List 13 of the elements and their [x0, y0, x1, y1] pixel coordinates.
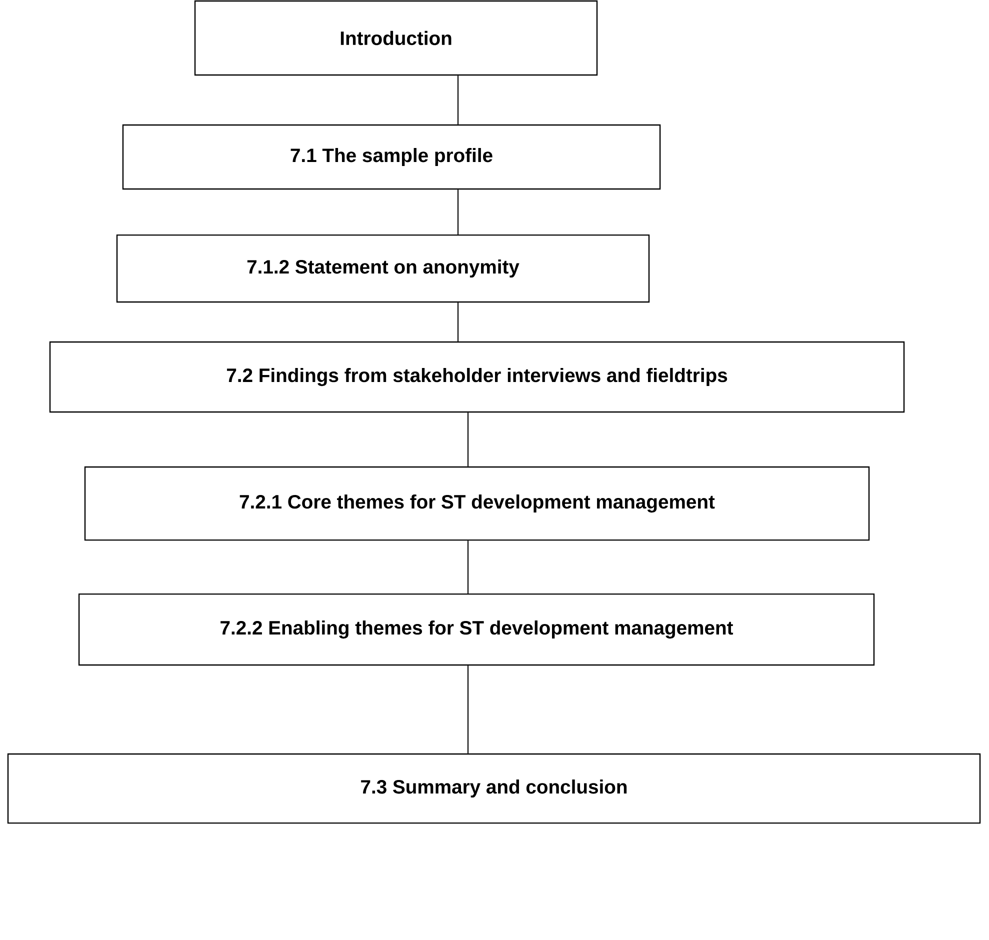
connector-line [457, 190, 459, 234]
section-box: 7.2.1 Core themes for ST development management [84, 466, 870, 541]
section-box: 7.2 Findings from stakeholder interviews and fieldtrips [49, 341, 905, 413]
connector-line [457, 302, 459, 342]
section-box: 7.3 Summary and conclusion [7, 753, 981, 824]
connector-line [467, 666, 469, 754]
section-box: 7.1 The sample profile [122, 124, 661, 190]
connector-line [467, 412, 469, 466]
connector-line [467, 540, 469, 594]
connector-line [457, 76, 459, 124]
section-box: 7.1.2 Statement on anonymity [116, 234, 650, 303]
section-box: Introduction [194, 0, 598, 76]
section-box: 7.2.2 Enabling themes for ST development management [78, 593, 875, 666]
